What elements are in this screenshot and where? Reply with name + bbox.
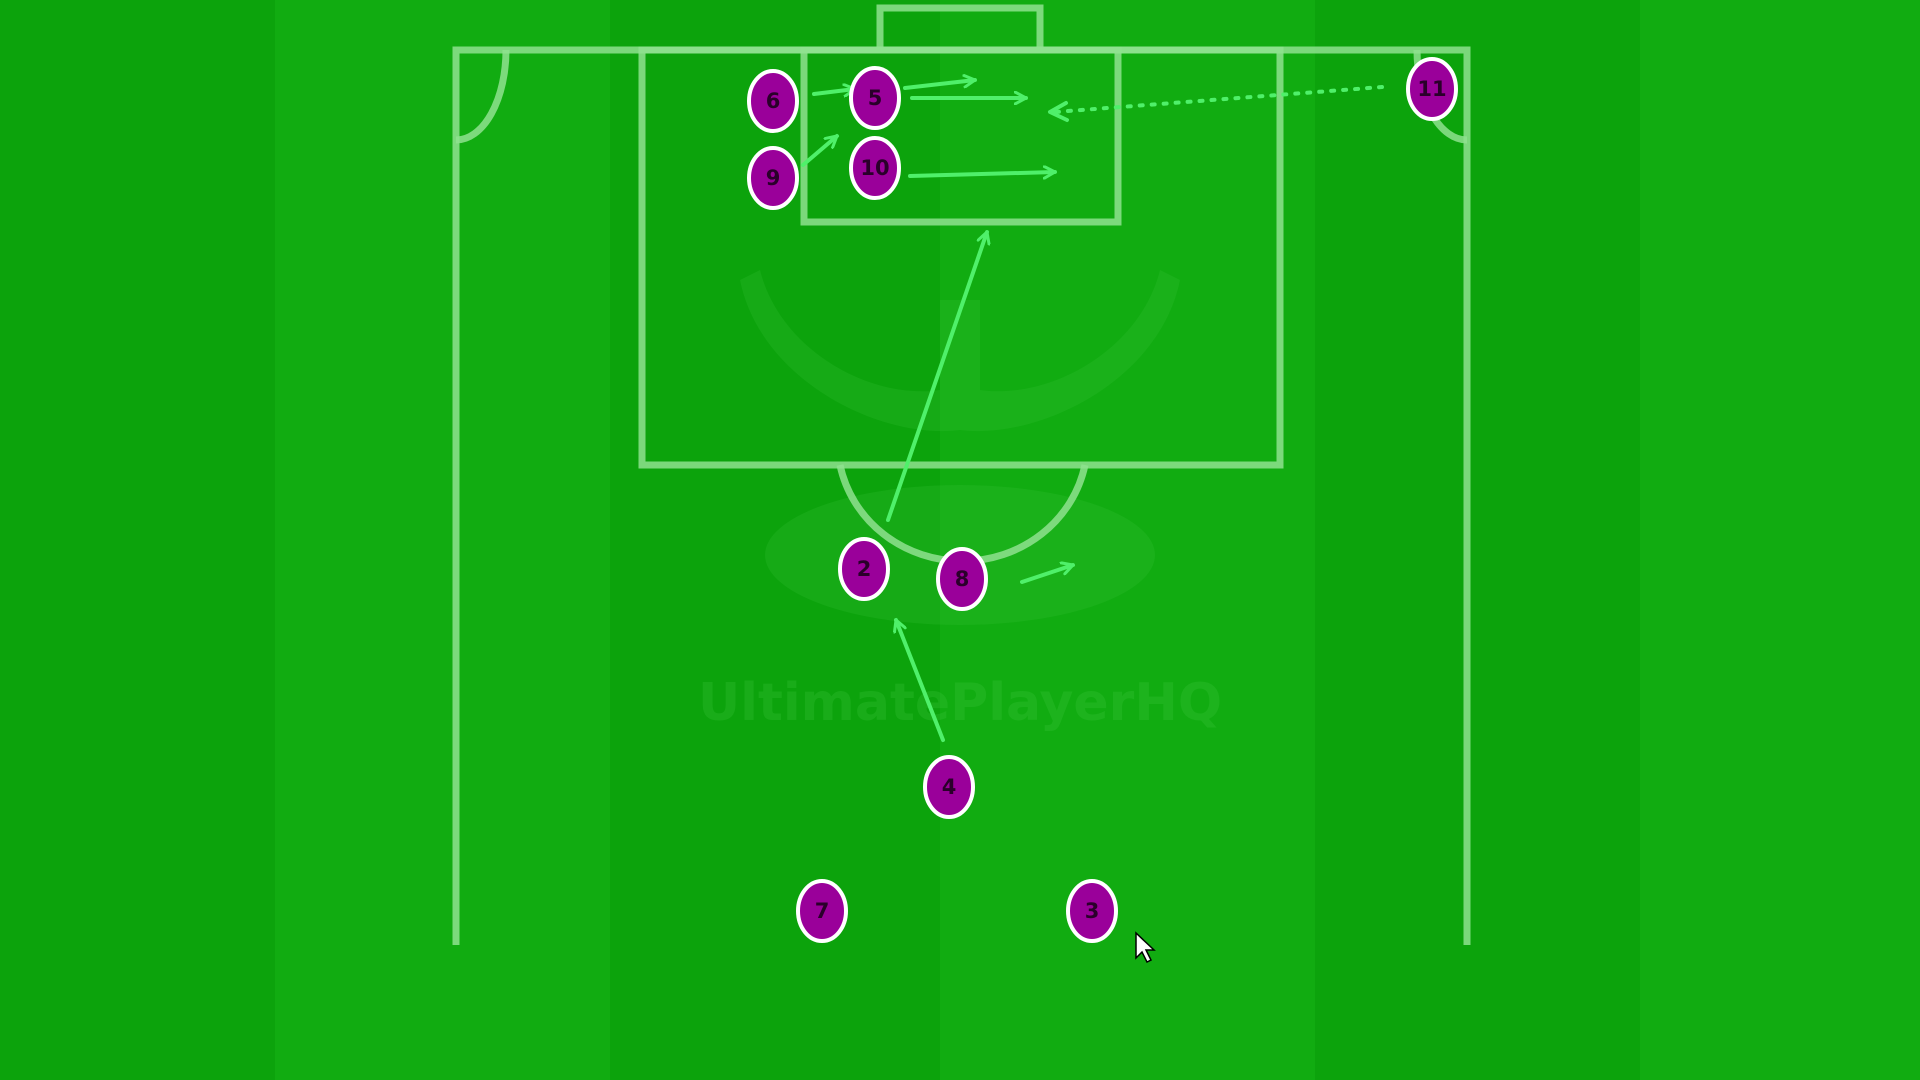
arrow-10-goal-area: [908, 172, 1057, 176]
six-yard-box: [800, 46, 1122, 226]
arrow-11-head: [1048, 101, 1069, 122]
player-4-number: 4: [942, 775, 957, 799]
player-5: 5: [849, 66, 901, 130]
movement-arrows: [801, 80, 1384, 742]
player-6-number: 6: [766, 89, 781, 113]
player-9: 9: [747, 146, 799, 210]
watermark-text: UltimatePlayerHQ: [698, 673, 1222, 733]
corner-arc-left: [455, 49, 510, 144]
player-5-number: 5: [868, 86, 883, 110]
player-2-number: 2: [857, 557, 872, 581]
player-10-number: 10: [860, 156, 889, 180]
player-8: 8: [936, 547, 988, 611]
player-7-number: 7: [815, 899, 830, 923]
arrow-6-to-5: [812, 89, 857, 94]
player-3: 3: [1066, 879, 1118, 943]
player-2: 2: [838, 537, 890, 601]
mouse-cursor-icon: [1135, 931, 1156, 964]
player-11-number: 11: [1417, 77, 1446, 101]
player-11: 11: [1406, 57, 1458, 121]
arrow-9-to-5: [801, 134, 839, 167]
player-3-number: 3: [1085, 899, 1100, 923]
player-9-number: 9: [766, 166, 781, 190]
player-10: 10: [849, 136, 901, 200]
arrow-2-run: [886, 230, 987, 522]
arrow-5-near-post: [903, 80, 977, 90]
player-7: 7: [796, 879, 848, 943]
player-8-number: 8: [955, 567, 970, 591]
arrow-4-to-2: [896, 618, 945, 742]
player-4: 4: [923, 755, 975, 819]
goal: [876, 4, 1044, 50]
player-6: 6: [747, 69, 799, 133]
arrow-8-run: [1020, 565, 1075, 584]
